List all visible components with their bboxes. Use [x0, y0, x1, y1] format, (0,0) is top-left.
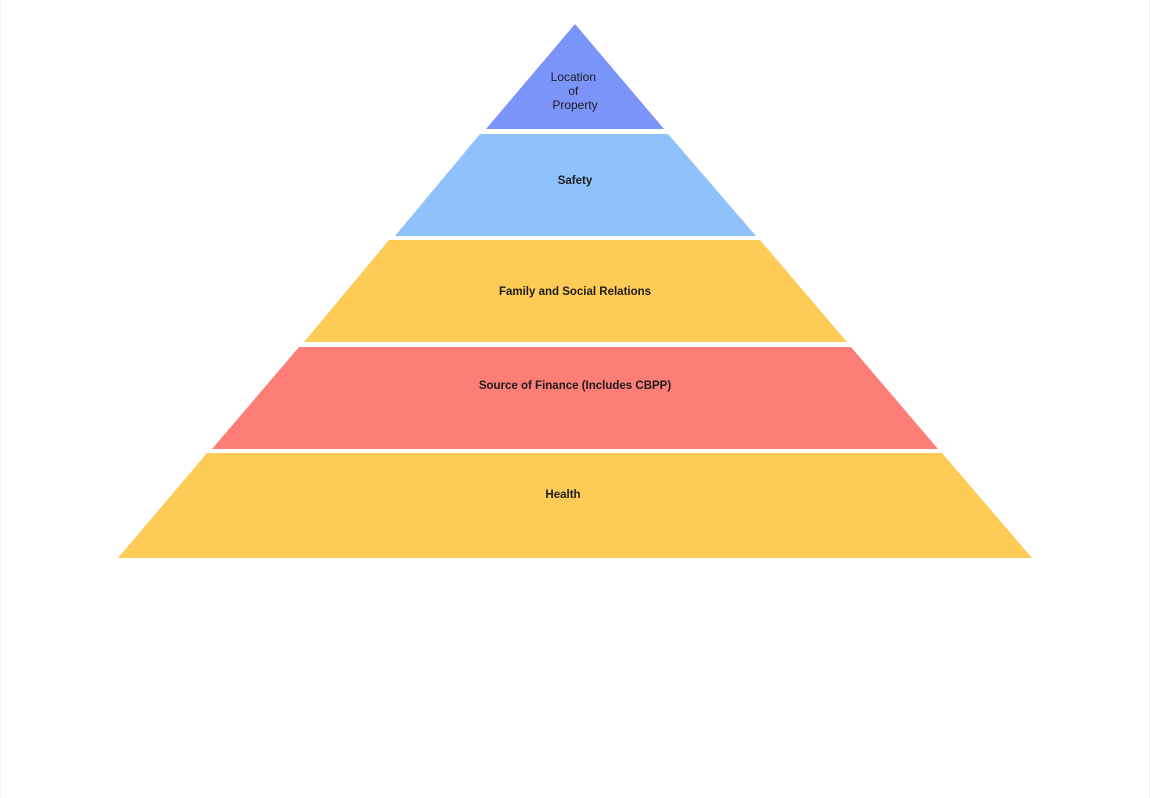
tier-4-label-line-1: Source of Finance (Includes CBPP)	[479, 380, 672, 392]
tier-2-label-line-1: Safety	[558, 175, 593, 187]
left-border	[0, 0, 1, 798]
pyramid-tier-3-label: Family and Social Relations	[499, 286, 651, 298]
tier-3-label-line-1: Family and Social Relations	[499, 286, 651, 298]
pyramid-tier-2-shape	[395, 134, 756, 236]
tier-1-label-line-1: Location	[551, 70, 596, 84]
pyramid-tier-5-label: Health	[545, 489, 580, 501]
pyramid-tier-3-shape	[304, 240, 847, 342]
tier-1-label-line-3: Property	[552, 98, 597, 112]
tier-5-label-line-1: Health	[545, 489, 580, 501]
pyramid-tier-1-shape	[486, 24, 664, 129]
pyramid-tier-4-label: Source of Finance (Includes CBPP)	[479, 380, 672, 392]
pyramid-tier-4-shape	[212, 347, 938, 449]
pyramid-tier-5-shape	[118, 453, 1032, 558]
pyramid-tier-1-label: Location of Property	[551, 70, 600, 112]
tier-1-label-line-2: of	[568, 84, 579, 98]
pyramid-tier-2-label: Safety	[558, 175, 593, 187]
